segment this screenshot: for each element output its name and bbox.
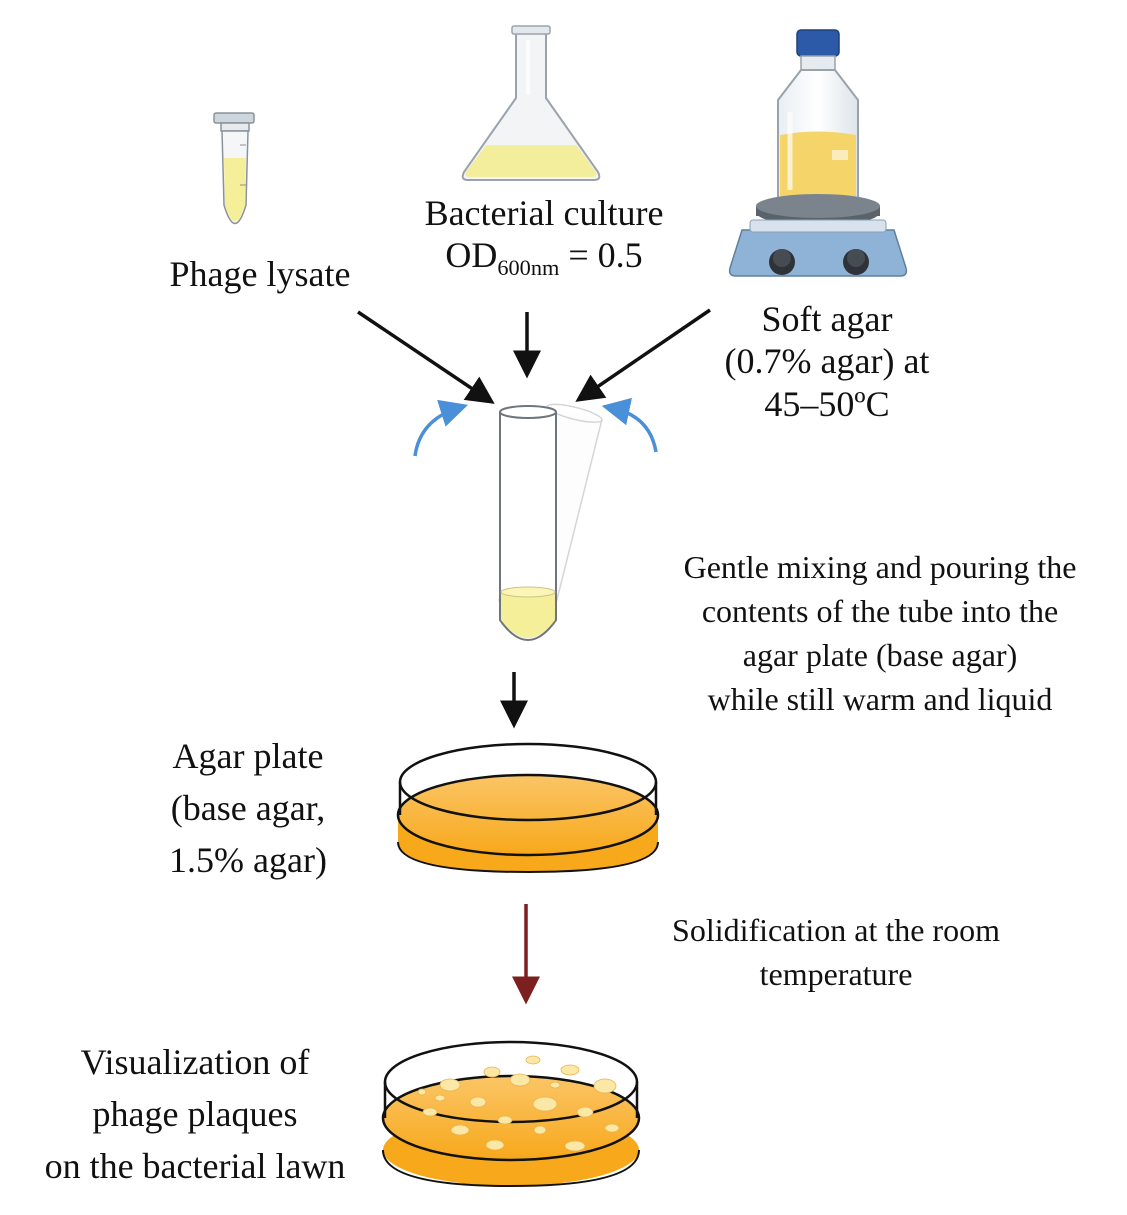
agar-plate-label: Agar plate (base agar, 1.5% agar) (169, 736, 327, 881)
mixing-step-label: Gentle mixing and pouring the contents o… (683, 549, 1077, 718)
media-bottle-icon (777, 29, 859, 205)
erlenmeyer-flask-icon (461, 25, 601, 181)
bacterial-culture-label: Bacterial culture OD600nm = 0.5 (394, 192, 694, 281)
plaque-dish-icon (381, 1040, 641, 1188)
od-readout: OD600nm = 0.5 (445, 235, 643, 281)
mixing-arrow-right (601, 397, 658, 453)
arrow-lysate-to-tube (357, 310, 495, 404)
solidification-step-label: Solidification at the room temperature (672, 912, 1000, 993)
hotplate-stirrer-icon (728, 194, 908, 277)
visualization-label: Visualization of phage plaques on the ba… (44, 1042, 346, 1187)
phage-lysate-label: Phage lysate (169, 254, 351, 294)
test-tube-icon (498, 403, 603, 641)
microtube-icon (213, 112, 255, 225)
mixing-arrow-left (413, 399, 469, 457)
soft-agar-label: Soft agar (0.7% agar) at 45–50ºC (724, 299, 930, 424)
arrow-softagar-to-tube (575, 308, 711, 402)
petri-dish-icon (396, 742, 660, 874)
